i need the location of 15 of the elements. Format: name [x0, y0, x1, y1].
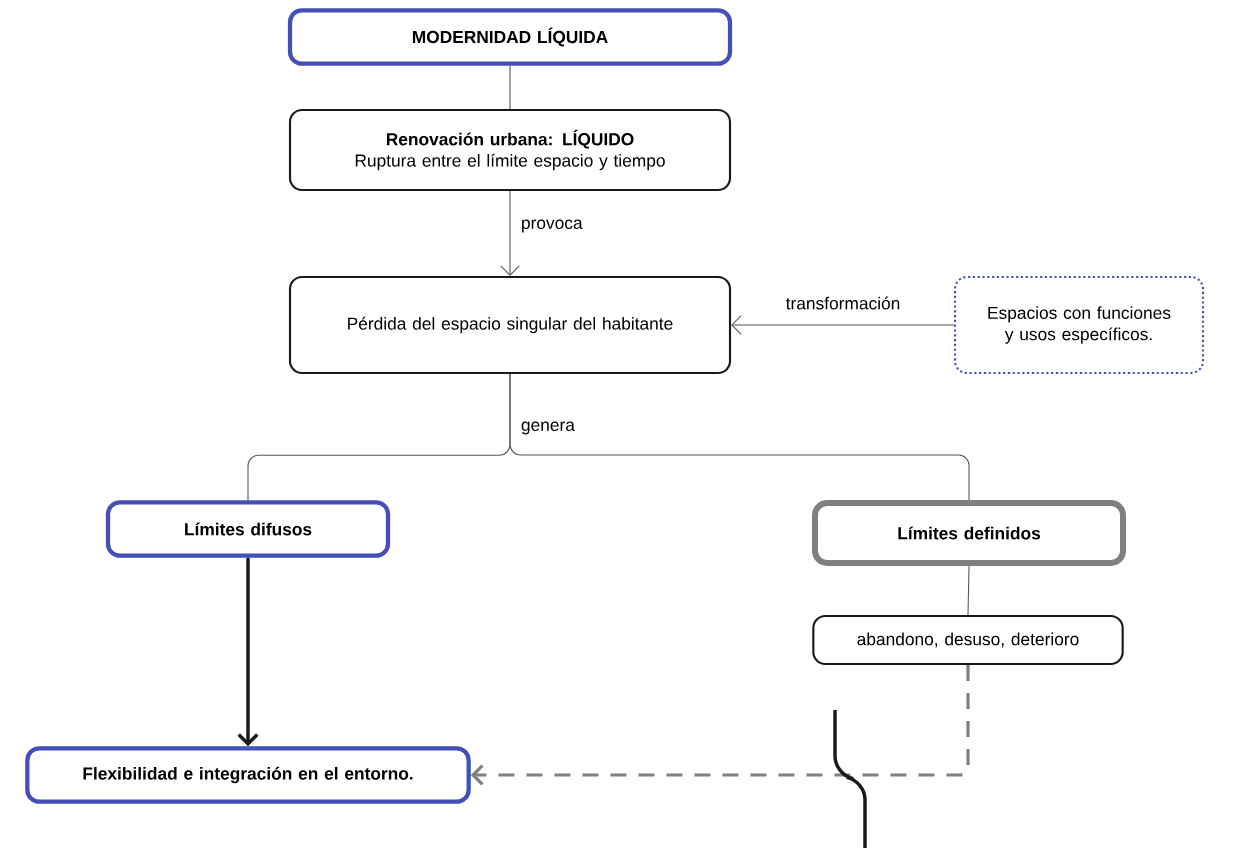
- process-box: Pérdida del espacio singular del habitante: [288, 275, 732, 375]
- process-box: abandono, desuso, deterioro: [812, 614, 1124, 666]
- concept-box: Límites definidos: [812, 500, 1126, 566]
- edge-label: genera: [518, 418, 578, 438]
- edge-label: transformación: [783, 293, 903, 313]
- arrow: [237, 557, 259, 747]
- process-box: Renovación urbana: LÍQUIDO Ruptura entre el límite espacio y tiempo: [288, 108, 732, 192]
- dotted-box: Espacios con funciones y usos específicos.: [953, 275, 1205, 375]
- arrow: [500, 190, 520, 276]
- arrow: [470, 665, 970, 786]
- concept-box: Límites difusos: [105, 500, 391, 558]
- concept-box: MODERNIDAD LÍQUIDA: [287, 8, 733, 66]
- concept-box: Flexibilidad e integración en el entorno.: [25, 746, 471, 804]
- edge-label: provoca: [518, 216, 586, 236]
- arrow: [731, 315, 955, 335]
